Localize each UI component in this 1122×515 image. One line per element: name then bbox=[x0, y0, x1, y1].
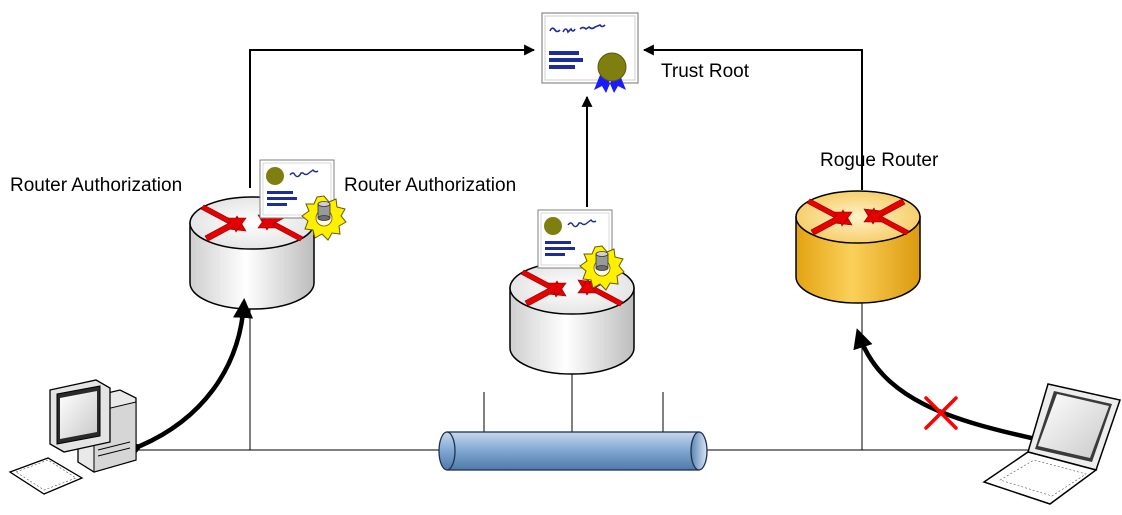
trust-path-right bbox=[642, 44, 863, 190]
desktop-to-router-connection bbox=[121, 298, 254, 462]
rogue-router[interactable] bbox=[795, 190, 921, 304]
router-authorization-label-left: Router Authorization bbox=[10, 175, 183, 196]
trust-root-certificate bbox=[541, 12, 639, 93]
network-bus bbox=[438, 431, 708, 471]
router-authorization-label-center: Router Authorization bbox=[344, 175, 517, 196]
laptop-to-rogue-router-connection bbox=[853, 328, 1058, 454]
seal-icon bbox=[597, 52, 627, 82]
trust-path-left bbox=[249, 44, 536, 188]
trust-root-label: Trust Root bbox=[661, 61, 749, 82]
rogue-router-label: Rogue Router bbox=[820, 150, 939, 171]
blocked-x-icon bbox=[924, 396, 958, 430]
laptop-computer[interactable] bbox=[982, 383, 1121, 505]
desktop-computer[interactable] bbox=[8, 379, 137, 495]
